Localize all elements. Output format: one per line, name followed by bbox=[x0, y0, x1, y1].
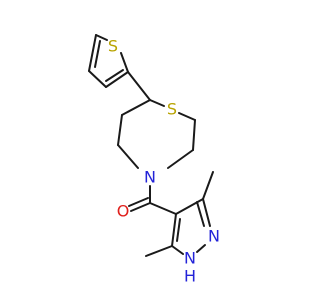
bond bbox=[176, 218, 181, 242]
sulfur-label: S bbox=[108, 37, 118, 56]
bond bbox=[88, 70, 107, 88]
bond bbox=[167, 149, 194, 169]
methyl-bond-top bbox=[202, 171, 214, 200]
bond bbox=[202, 198, 211, 227]
molecule-canvas: S S N O N N H bbox=[88, 34, 220, 286]
bond bbox=[105, 71, 129, 88]
molecule-structure: S S N O N N H bbox=[88, 34, 220, 286]
sulfur-label: S bbox=[167, 100, 177, 119]
hydrogen-label: H bbox=[184, 267, 196, 286]
bond bbox=[88, 34, 97, 72]
pyrazole-ring bbox=[171, 198, 211, 255]
bond bbox=[117, 114, 123, 146]
bond bbox=[175, 198, 204, 215]
bond bbox=[171, 213, 177, 247]
nitrogen-label: N bbox=[208, 227, 220, 246]
bond bbox=[196, 201, 205, 227]
atom-label-carbonyl-o: O bbox=[117, 202, 130, 221]
bond bbox=[149, 99, 165, 107]
thiazepane-ring bbox=[117, 99, 196, 169]
bond bbox=[149, 202, 177, 215]
methyl-bond-bottom bbox=[145, 245, 173, 257]
bond bbox=[121, 99, 151, 116]
bond bbox=[127, 71, 151, 101]
bond bbox=[95, 34, 108, 41]
oxygen-label: O bbox=[117, 202, 130, 221]
thiophene-ring bbox=[88, 34, 129, 88]
bond bbox=[117, 144, 139, 169]
bond bbox=[128, 197, 149, 207]
nitrogen-label: N bbox=[184, 249, 196, 268]
nitrogen-label: N bbox=[144, 168, 156, 187]
atom-label-ring-n: N bbox=[144, 168, 156, 187]
bond bbox=[130, 202, 151, 212]
atom-label-thiophene-s: S bbox=[108, 37, 118, 56]
bond bbox=[94, 40, 101, 68]
atom-label-ring-s: S bbox=[167, 100, 177, 119]
atom-label-pyrazole-nh: N H bbox=[184, 249, 196, 286]
bond bbox=[171, 245, 184, 255]
atom-label-pyrazole-n2: N bbox=[208, 227, 220, 246]
bond bbox=[192, 119, 196, 151]
carbonyl-group bbox=[128, 197, 151, 212]
bond bbox=[196, 244, 206, 253]
bond bbox=[178, 112, 196, 121]
bond bbox=[105, 69, 124, 82]
bond bbox=[120, 52, 129, 73]
